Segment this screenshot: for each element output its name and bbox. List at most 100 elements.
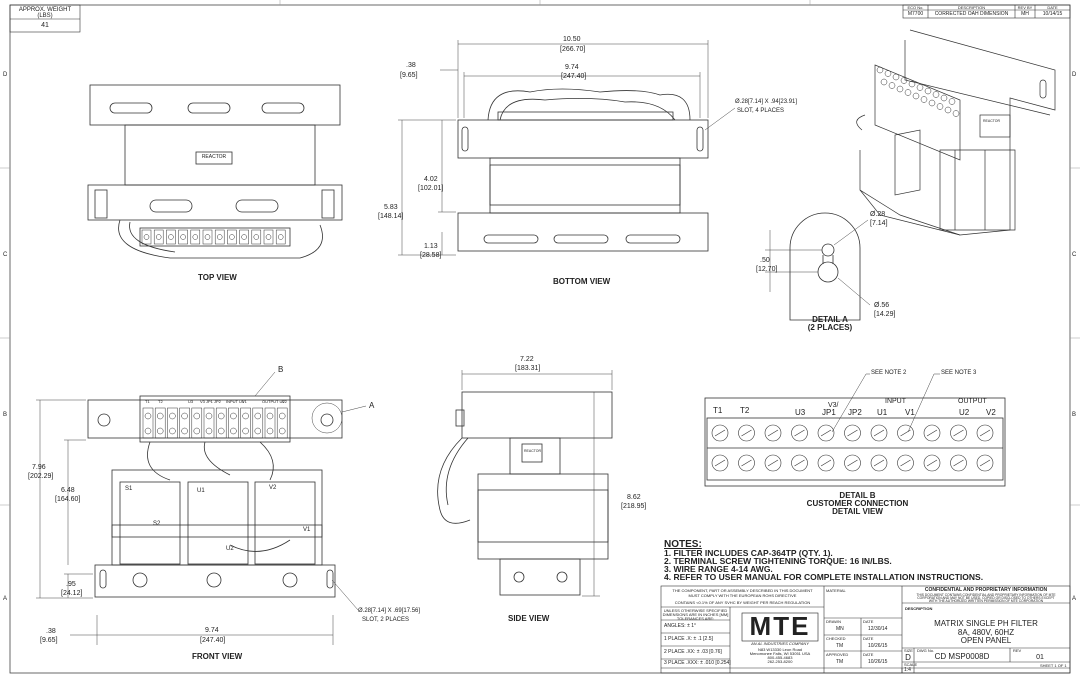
coil-s2: S2	[153, 521, 161, 527]
top-view-label: TOP VIEW	[198, 273, 237, 282]
dim-detail-a-gap: .50	[760, 257, 770, 264]
scale-value: 1:4	[904, 667, 911, 673]
front-term-u2: OUTPUT U2	[262, 399, 285, 404]
detail-b-v3-top: V3/	[828, 402, 839, 409]
terminal-screw	[156, 427, 164, 435]
detail-b-u1: U1	[877, 408, 888, 417]
side-view-label: SIDE VIEW	[508, 614, 550, 623]
unless-line-2: DIMENSIONS ARE IN INCHES [MM]	[662, 612, 729, 617]
approved-date-label: DATE	[863, 652, 874, 657]
terminal-screw	[193, 427, 201, 435]
detail-a-sublabel: (2 PLACES)	[807, 323, 853, 332]
row-letter-b-left: B	[3, 412, 8, 418]
address-2: Menomonee Falls, WI 53051 USA	[749, 651, 811, 656]
detail-b-output-top: OUTPUT	[958, 398, 987, 405]
terminal-block	[141, 229, 152, 245]
rohs-line-3: CONTAINS <0.1% OF ANY SVHC BY WEIGHT PER…	[674, 600, 811, 605]
terminal-screw-slot	[820, 459, 832, 467]
terminal-screw-slot	[741, 459, 752, 467]
rev-header-by: REV BY	[1017, 5, 1033, 10]
rev-description: CORRECTED OAH DIMENSION	[934, 11, 1009, 17]
terminal-screw	[217, 427, 225, 435]
checked-by: TM	[836, 643, 844, 649]
front-term-t1: T1	[145, 399, 150, 404]
dim-bottom-edge-mm: [9.65]	[400, 72, 418, 79]
front-term-u3: U3	[188, 399, 194, 404]
row-letter-d-right: D	[1072, 72, 1077, 78]
checked-date-label: DATE	[863, 636, 874, 641]
terminal-screw	[230, 427, 237, 435]
row-letter-c-right: C	[1072, 252, 1077, 258]
detail-b-jp2: JP2	[848, 408, 862, 417]
terminal-screw	[900, 77, 908, 84]
front-slot-note-2: SLOT, 2 PLACES	[362, 617, 410, 623]
terminal-screw	[928, 99, 936, 107]
terminal-screw	[912, 92, 920, 100]
mte-logo-sub: AN AL INDUSTRIES COMPANY	[751, 641, 809, 646]
see-note-2: SEE NOTE 2	[871, 370, 907, 376]
terminal-screw	[897, 424, 914, 442]
size-label: SIZE	[904, 648, 913, 653]
terminal-screw	[817, 424, 835, 442]
checked-label: CHECKED	[826, 636, 846, 641]
terminal-block	[178, 229, 188, 245]
detail-b-label: DETAIL B	[839, 491, 876, 500]
terminal-screw	[230, 412, 237, 420]
bottom-view-label: BOTTOM VIEW	[553, 277, 611, 286]
dim-front-w: 9.74	[205, 627, 219, 634]
front-view-terminals	[142, 407, 288, 439]
detail-b-leaders	[831, 373, 940, 433]
detail-b-u3: U3	[795, 408, 806, 417]
terminal-screw	[936, 103, 944, 110]
tol-1-place: 1 PLACE .X: ± .1 [2.5]	[664, 636, 713, 642]
detail-b-drawing	[704, 397, 1006, 487]
rev-header-eco: ECO No.	[907, 5, 924, 10]
dim-bottom-overall-w-mm: [266.70]	[560, 46, 586, 53]
address-3: 800-455-4683	[767, 655, 793, 660]
dim-side-h: 8.62	[627, 494, 641, 501]
terminal-screw	[193, 412, 201, 420]
dim-front-edge-mm: [9.65]	[40, 637, 58, 644]
title-block-grid	[660, 585, 1071, 674]
row-letter-d-left: D	[3, 72, 8, 78]
approved-by: TM	[836, 659, 844, 665]
dim-bottom-h2: 5.83	[384, 204, 398, 211]
rev-header-description: DESCRIPTION	[957, 5, 986, 10]
row-letter-a-right: A	[1072, 596, 1077, 602]
terminal-screw	[278, 412, 286, 420]
dwg-no: CD MSP0008D	[934, 652, 990, 661]
terminal-screw	[764, 424, 782, 442]
terminal-screw-slot	[741, 429, 752, 437]
terminal-screw-slot	[900, 429, 911, 437]
terminal-block	[203, 407, 215, 439]
bottom-view-drawing	[457, 88, 709, 252]
mte-logo-graphic	[741, 612, 819, 642]
terminal-screw	[940, 94, 948, 102]
front-term-v3-jp1: V3 JP1	[200, 399, 213, 404]
terminal-block	[228, 407, 239, 439]
detail-a-dimension-lines	[765, 219, 871, 306]
dim-detail-a-hole-mm: [7.14]	[870, 220, 888, 227]
front-term-v2: V2	[282, 399, 287, 404]
terminal-screw-slot	[873, 429, 885, 437]
terminal-screw	[242, 412, 249, 420]
isometric-terminals	[876, 66, 960, 117]
note-3: 3. WIRE RANGE 4-14 AWG.	[664, 564, 773, 574]
front-slot-note-1: Ø.28[7.14] X .69[17.56]	[358, 608, 421, 614]
terminal-screw	[143, 234, 150, 240]
rev-eco: M7700	[907, 11, 924, 17]
dim-side-h-mm: [218.95]	[621, 503, 647, 510]
top-view-terminals	[141, 229, 286, 245]
terminal-screw-slot	[926, 459, 938, 467]
rev-header-date: DATE	[1047, 5, 1058, 10]
dim-side-w: 7.22	[520, 356, 534, 363]
terminal-screw	[791, 424, 808, 442]
reactor-label-iso: REACTOR	[983, 119, 1001, 123]
isometric-drawing	[856, 29, 1056, 236]
terminal-screw-slot	[953, 429, 964, 437]
terminal-screw	[950, 424, 967, 442]
terminal-screw-slot	[926, 429, 938, 437]
top-view-drawing	[87, 84, 343, 259]
detail-b-terminals	[711, 424, 994, 472]
address-4: 262-253-8200	[767, 659, 793, 664]
